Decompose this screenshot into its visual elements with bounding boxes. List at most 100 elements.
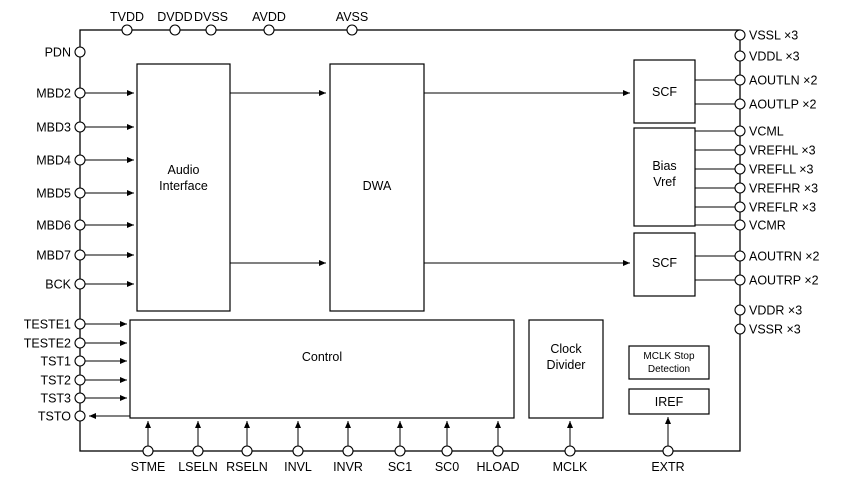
pin-terminal: [734, 144, 746, 156]
pin-label-teste1: TESTE1: [24, 318, 71, 332]
pin-dvss: DVSS: [194, 10, 228, 36]
pin-label-mbd7: MBD7: [36, 249, 71, 263]
pin-mbd7: MBD7: [36, 249, 134, 263]
pin-hload: HLOAD: [476, 421, 520, 474]
bias-vref-label-2: Vref: [653, 175, 676, 189]
pin-label-aoutlp: AOUTLP ×2: [749, 98, 817, 112]
pin-mbd2: MBD2: [36, 87, 134, 101]
pin-label-mbd5: MBD5: [36, 187, 71, 201]
pin-extr: EXTR: [651, 417, 685, 474]
pin-terminal: [734, 50, 746, 62]
mclk-stop-label-1: MCLK Stop: [643, 351, 695, 362]
pin-terminal: [734, 274, 746, 286]
pin-aoutrp: AOUTRP ×2: [695, 274, 819, 288]
pin-terminal: [346, 24, 358, 36]
pin-terminal: [734, 29, 746, 41]
bias-vref-label-1: Bias: [652, 159, 676, 173]
pin-label-vcmr: VCMR: [749, 219, 786, 233]
mclk-stop-label-2: Detection: [648, 364, 690, 375]
pin-mbd5: MBD5: [36, 187, 134, 201]
pin-terminal: [564, 445, 576, 457]
scf-left-label: SCF: [652, 85, 677, 99]
pin-vddl: VDDL ×3: [734, 50, 800, 64]
pin-terminal: [142, 445, 154, 457]
pin-sc1: SC1: [388, 421, 412, 474]
pin-stme: STME: [131, 421, 165, 474]
pin-label-mbd4: MBD4: [36, 154, 71, 168]
pin-tvdd: TVDD: [110, 10, 144, 36]
pin-label-tst2: TST2: [40, 374, 71, 388]
pin-mbd4: MBD4: [36, 154, 134, 168]
clock-divider-label-1: Clock: [550, 342, 582, 356]
pin-terminal: [74, 278, 86, 290]
pin-terminal: [734, 304, 746, 316]
audio-interface-block: Audio Interface: [136, 63, 231, 312]
pin-invl: INVL: [284, 421, 312, 474]
pin-label-sc1: SC1: [388, 460, 412, 474]
pin-vrefhr: VREFHR ×3: [695, 182, 818, 196]
pin-mclk: MCLK: [553, 421, 588, 474]
pin-label-tsto: TSTO: [38, 410, 71, 424]
pin-label-vcml: VCML: [749, 125, 784, 139]
pin-rseln: RSELN: [226, 421, 268, 474]
pin-label-vrefll: VREFLL ×3: [749, 163, 814, 177]
pin-terminal: [74, 392, 86, 404]
iref-label: IREF: [655, 395, 684, 409]
pin-terminal: [734, 323, 746, 335]
pin-label-mbd6: MBD6: [36, 219, 71, 233]
pin-label-vssl: VSSL ×3: [749, 29, 798, 43]
pin-invr: INVR: [333, 421, 363, 474]
pin-avdd: AVDD: [252, 10, 286, 36]
pin-label-tst3: TST3: [40, 392, 71, 406]
pin-aoutrn: AOUTRN ×2: [695, 250, 820, 264]
pin-label-invr: INVR: [333, 460, 363, 474]
pin-pdn: PDN: [45, 46, 86, 60]
pin-label-sc0: SC0: [435, 460, 459, 474]
pin-terminal: [734, 250, 746, 262]
pin-vssr: VSSR ×3: [734, 323, 801, 337]
pin-label-avdd: AVDD: [252, 10, 286, 24]
pin-terminal: [292, 445, 304, 457]
pin-dvdd: DVDD: [157, 10, 193, 36]
pin-terminal: [241, 445, 253, 457]
pin-terminal: [492, 445, 504, 457]
mclk-stop-detection-block: MCLK Stop Detection: [628, 345, 710, 380]
pin-label-bck: BCK: [45, 278, 71, 292]
pin-terminal: [734, 201, 746, 213]
pin-vcml: VCML: [695, 125, 784, 139]
pin-terminal: [662, 445, 674, 457]
pin-label-vrefhr: VREFHR ×3: [749, 182, 818, 196]
pin-label-aoutln: AOUTLN ×2: [749, 74, 817, 88]
pin-teste2: TESTE2: [24, 337, 127, 351]
pin-terminal: [74, 219, 86, 231]
pin-tsto: TSTO: [38, 410, 130, 424]
pin-terminal: [263, 24, 275, 36]
pin-terminal: [74, 249, 86, 261]
pin-terminal: [205, 24, 217, 36]
pin-label-tvdd: TVDD: [110, 10, 144, 24]
audio-interface-label-2: Interface: [159, 179, 208, 193]
scf-right-block: SCF: [633, 232, 696, 297]
signal-wires: [230, 90, 630, 266]
pin-label-lseln: LSELN: [178, 460, 218, 474]
pin-label-mbd3: MBD3: [36, 121, 71, 135]
pin-label-aoutrp: AOUTRP ×2: [749, 274, 819, 288]
pin-label-vrefhl: VREFHL ×3: [749, 144, 816, 158]
scf-right-label: SCF: [652, 256, 677, 270]
pin-bck: BCK: [45, 278, 134, 292]
pin-label-extr: EXTR: [651, 460, 684, 474]
pin-terminal: [394, 445, 406, 457]
pin-terminal: [74, 46, 86, 58]
pin-lseln: LSELN: [178, 421, 218, 474]
control-label: Control: [302, 350, 342, 364]
pin-terminal: [74, 121, 86, 133]
pin-label-avss: AVSS: [336, 10, 368, 24]
pin-label-tst1: TST1: [40, 355, 71, 369]
pin-label-rseln: RSELN: [226, 460, 268, 474]
chip-outline: [79, 29, 741, 452]
pin-tst1: TST1: [40, 355, 127, 369]
pin-vcmr: VCMR: [695, 219, 786, 233]
pin-teste1: TESTE1: [24, 318, 127, 332]
